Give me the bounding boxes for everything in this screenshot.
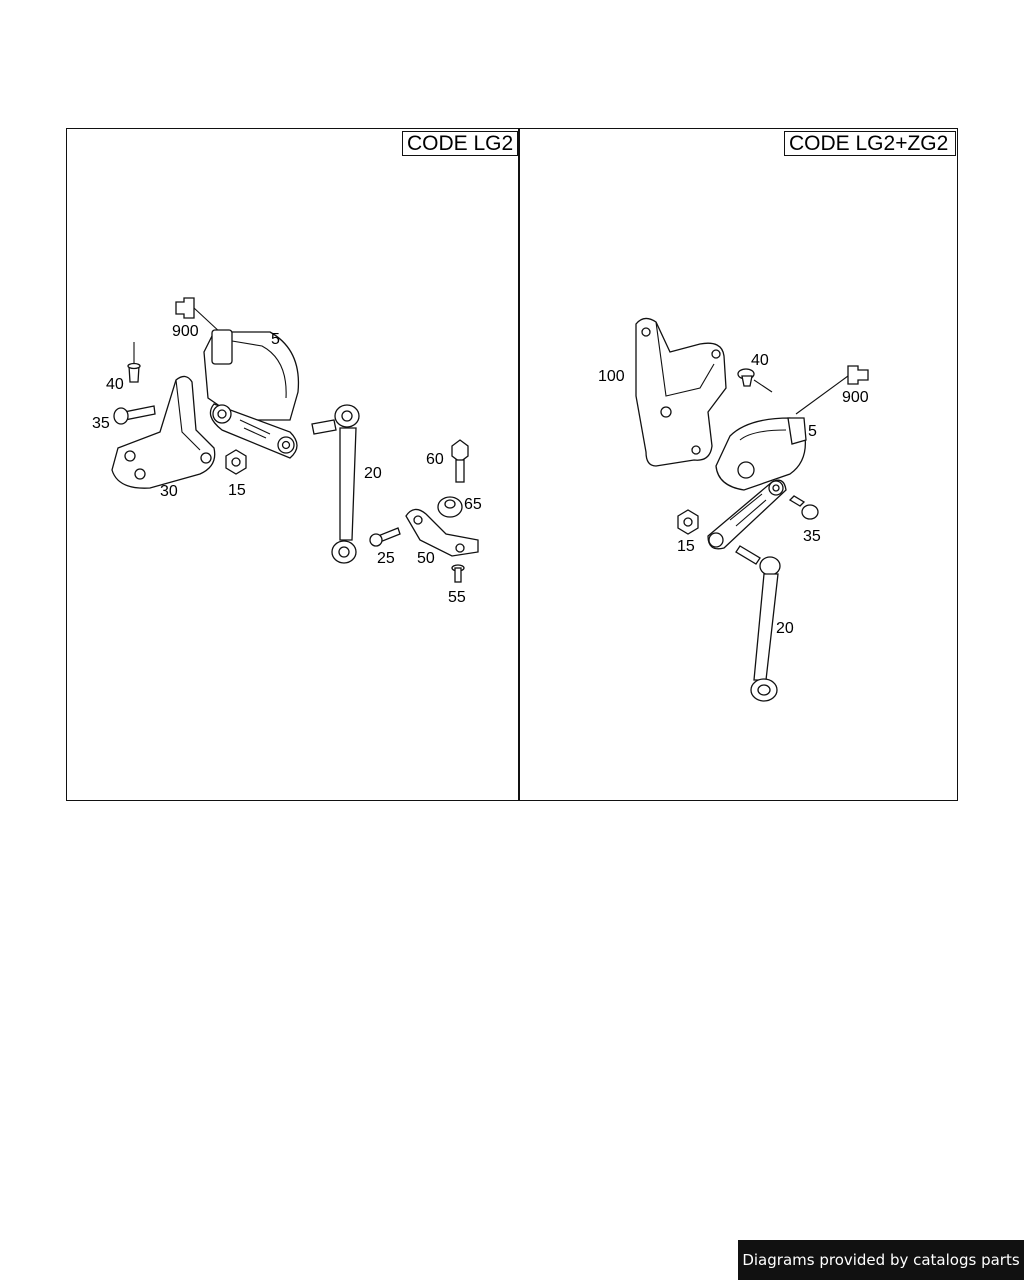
diagram-frame <box>66 128 958 801</box>
connector-900-icon <box>175 297 223 335</box>
sensor-5-icon <box>203 329 300 459</box>
screw-55-icon <box>451 564 465 583</box>
label-15-right: 15 <box>677 538 695 555</box>
connector-900-right-icon <box>795 365 869 415</box>
label-40-right: 40 <box>751 352 769 369</box>
label-60-left: 60 <box>426 451 444 468</box>
bolt-60-icon <box>451 439 469 483</box>
label-65-left: 65 <box>464 496 482 513</box>
nut-65-icon <box>437 496 463 518</box>
code-label-right: CODE LG2+ZG2 <box>784 131 956 156</box>
label-100-right: 100 <box>598 368 625 385</box>
label-50-left: 50 <box>417 550 435 567</box>
link-rod-20-right-icon <box>735 545 781 702</box>
bolt-35-icon <box>113 405 156 425</box>
label-5-right: 5 <box>808 423 817 440</box>
sensor-5-right-icon <box>707 417 807 550</box>
label-35-right: 35 <box>803 528 821 545</box>
label-15-left: 15 <box>228 482 246 499</box>
panel-divider <box>518 128 520 801</box>
nut-15-right-icon <box>677 509 699 535</box>
label-20-right: 20 <box>776 620 794 637</box>
link-rod-20-icon <box>311 404 360 564</box>
label-25-left: 25 <box>377 550 395 567</box>
bolt-25-icon <box>369 527 401 547</box>
footer-attribution: Diagrams provided by catalogs parts <box>738 1240 1024 1280</box>
code-label-left: CODE LG2 <box>402 131 518 156</box>
right-assembly: 100 40 900 5 15 35 20 <box>598 317 869 702</box>
nut-15-icon <box>225 449 247 475</box>
pin-40-icon <box>127 342 141 383</box>
label-55-left: 55 <box>448 589 466 606</box>
label-30-left: 30 <box>160 483 178 500</box>
label-5-left: 5 <box>271 331 280 348</box>
plate-50-icon <box>405 508 479 557</box>
pin-40-right-icon <box>737 368 773 393</box>
bracket-100-icon <box>635 317 727 467</box>
label-35-left: 35 <box>92 415 110 432</box>
label-20-left: 20 <box>364 465 382 482</box>
bracket-30-icon <box>111 375 216 489</box>
screw-35-right-icon <box>788 495 819 520</box>
left-assembly: 900 5 40 35 30 15 20 60 65 25 50 55 <box>92 297 482 606</box>
label-900-right: 900 <box>842 389 869 406</box>
label-40-left: 40 <box>106 376 124 393</box>
label-900-left: 900 <box>172 323 199 340</box>
